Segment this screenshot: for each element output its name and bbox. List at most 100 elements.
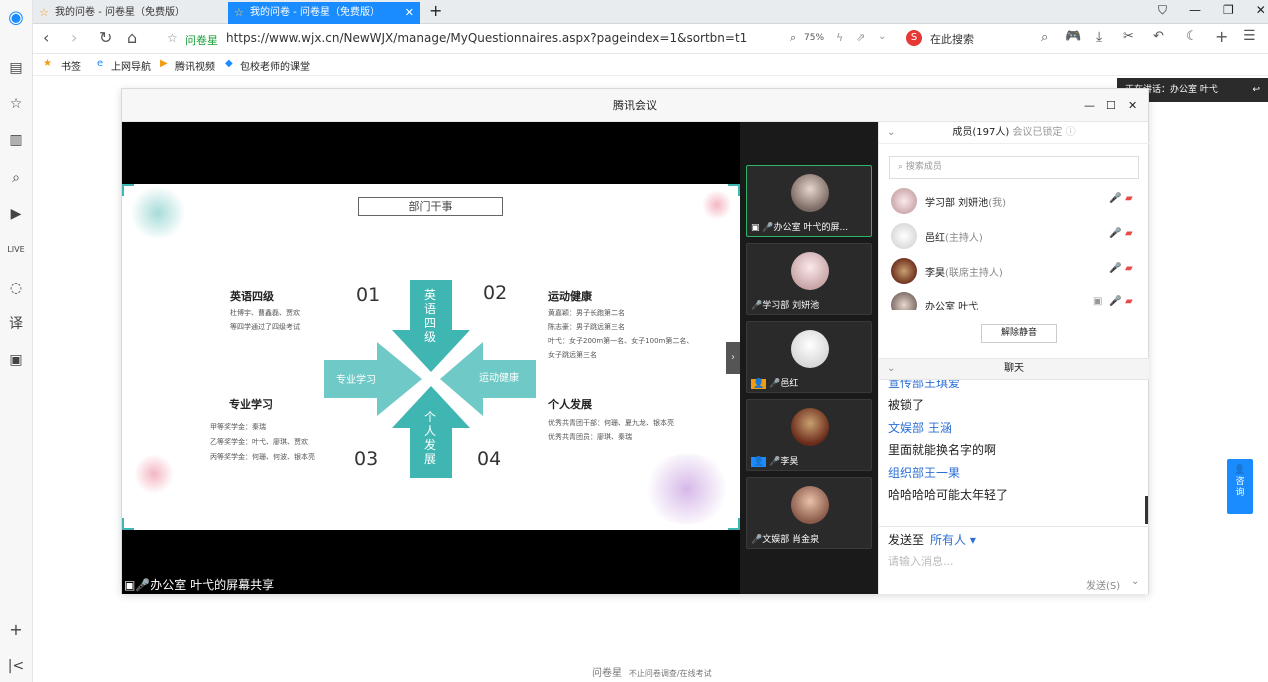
mic-on-icon[interactable]: 🎤 (1109, 263, 1122, 274)
cohost-badge-icon: 👤 (751, 457, 767, 467)
meeting-close-icon[interactable]: ✕ (1128, 99, 1138, 112)
game-icon[interactable]: 🎮 (1065, 29, 1082, 44)
participant-thumbnail[interactable]: 👤 🎤邑红 (746, 321, 872, 393)
meeting-minimize-icon[interactable]: — (1084, 99, 1095, 112)
meeting-locked-label: 会议已锁定 (1012, 127, 1063, 138)
collapse-members-icon[interactable]: ⌄ (887, 127, 896, 138)
mic-on-icon[interactable]: 🎤 (1109, 296, 1122, 307)
member-search-input[interactable]: ⌕ 搜索成员 (889, 156, 1139, 179)
reload-icon[interactable]: ↻ (99, 28, 113, 47)
collapse-sidebar-icon[interactable]: |< (7, 658, 25, 674)
info-icon[interactable]: ⓘ (1065, 127, 1076, 138)
undo-icon[interactable]: ↶ (1153, 29, 1164, 44)
scissors-icon[interactable]: ✂ (1123, 29, 1134, 44)
consult-button[interactable]: 👤 咨询 (1227, 459, 1253, 514)
new-item-icon[interactable]: + (1215, 27, 1229, 46)
download-icon[interactable]: ⤓ (1096, 29, 1103, 45)
chat-sender: 宣传部王琪爱 (888, 380, 961, 390)
home-icon[interactable]: ⌂ (127, 28, 138, 47)
send-options-icon[interactable]: ⌄ (1131, 576, 1140, 587)
search-icon[interactable]: ⌕ (12, 170, 20, 186)
tab-active[interactable]: ☆ 我的问卷 - 问卷星（免费版） ✕ (228, 2, 420, 24)
screen-share-stage: 部门干事 英语四级 个人发展 专业学习 运动健康 01 02 03 04 英语四… (122, 122, 740, 594)
chat-message: 哈哈哈哈可能太年轻了 (888, 488, 1009, 502)
bookmark-star-icon[interactable]: ☆ (167, 31, 178, 45)
live-icon[interactable]: LIVE (7, 245, 25, 254)
screen-share-icon: ▣ (124, 578, 136, 592)
bookmark-folder-icon: ★ (43, 58, 52, 69)
four-arrow-graphic (324, 280, 536, 478)
participant-thumbnails: ▣ 🎤办公室 叶弋的屏... 🎤学习部 刘妍池 👤 🎤邑红 👤 🎤李昊 🎤文娱部… (740, 122, 878, 594)
browser-logo-icon[interactable]: ◉ (8, 7, 24, 28)
menu-icon[interactable]: ☰ (1243, 28, 1256, 44)
video-icon[interactable]: ▶ (10, 206, 22, 222)
expand-panel-handle[interactable]: › (726, 342, 740, 374)
night-mode-icon[interactable]: ☾ (1186, 29, 1198, 44)
dropdown-icon[interactable]: ⌄ (878, 31, 887, 42)
chat-messages: 宣传部王琪爱 被锁了 文娱部 王涵 里面就能换名字的啊 组织部王一果 哈哈哈哈可… (879, 380, 1149, 526)
participant-thumbnail[interactable]: 🎤文娱部 肖金泉 (746, 477, 872, 549)
bookmark-item[interactable]: 书签 (61, 62, 81, 73)
translate-icon[interactable]: 译 (9, 316, 23, 332)
bookmark-item[interactable]: 上网导航 (111, 62, 151, 73)
collapse-chat-icon[interactable]: ⌄ (887, 363, 896, 374)
host-badge-icon: 👤 (751, 379, 767, 389)
mic-muted-icon: 🎤 (751, 301, 763, 311)
camera-off-icon[interactable]: ▰ (1125, 228, 1133, 239)
chat-scrollbar[interactable] (1145, 496, 1148, 524)
toolbox-icon[interactable]: ▣ (9, 352, 23, 368)
close-window-icon[interactable]: ✕ (1256, 3, 1268, 17)
send-button[interactable]: 发送(S) (1086, 581, 1121, 592)
minimize-icon[interactable]: — (1189, 3, 1224, 17)
browser-sidebar: ◉ ▤ ☆ ▥ ⌕ ▶ LIVE ◌ 译 ▣ + |< (0, 0, 33, 682)
slide-frame-corner (728, 184, 740, 196)
members-count: 成员(197人) (952, 127, 1010, 138)
tshirt-icon[interactable]: ⛉ (1158, 3, 1190, 17)
book-icon[interactable]: ▥ (9, 132, 23, 148)
reply-icon[interactable]: ↩ (1252, 85, 1260, 95)
participant-thumbnail[interactable]: 🎤学习部 刘妍池 (746, 243, 872, 315)
tab-close-icon[interactable]: ✕ (404, 6, 414, 19)
tab-title: 我的问卷 - 问卷星（免费版） (250, 7, 380, 18)
share-icon[interactable]: ⇗ (856, 31, 866, 44)
search-field[interactable]: 在此搜索 (930, 33, 974, 46)
participant-thumbnail[interactable]: ▣ 🎤办公室 叶弋的屏... (746, 165, 872, 237)
reader-icon[interactable]: ▤ (9, 60, 23, 76)
bookmark-item[interactable]: 包校老师的课堂 (240, 62, 310, 73)
camera-off-icon[interactable]: ▰ (1125, 263, 1133, 274)
member-row[interactable]: 李昊(联席主持人) 🎤 ▰ (891, 256, 1141, 286)
favorites-star-icon[interactable]: ☆ (9, 96, 23, 112)
search-engine-icon[interactable]: S (906, 30, 922, 46)
camera-off-icon[interactable]: ▰ (1125, 296, 1133, 307)
member-row[interactable]: 办公室 叶弋 ▣ 🎤 ▰ (891, 290, 1141, 310)
forward-icon[interactable]: › (71, 28, 78, 47)
screen-share-icon: ▣ (751, 223, 760, 233)
mic-muted-icon[interactable]: 🎤 (1109, 193, 1122, 204)
flash-icon[interactable]: ϟ (836, 31, 844, 44)
send-to-dropdown[interactable]: 所有人 ▾ (930, 533, 976, 547)
page-footer: 问卷星 不止问卷调查/在线考试 (592, 664, 712, 679)
member-row[interactable]: 学习部 刘妍池(我) 🎤 ▰ (891, 186, 1141, 216)
chat-bubble-icon[interactable]: ◌ (9, 280, 23, 296)
watercolor-decoration (642, 454, 732, 524)
slide-number: 04 (477, 448, 502, 470)
search-go-icon[interactable]: ⌕ (1041, 30, 1049, 45)
new-tab-button[interactable]: + (429, 1, 443, 20)
arrow-right (440, 342, 536, 416)
zoom-icon[interactable]: ⌕ (790, 31, 797, 44)
bookmark-item[interactable]: 腾讯视频 (175, 62, 215, 73)
zoom-level[interactable]: 75% (804, 33, 825, 43)
camera-off-icon[interactable]: ▰ (1125, 193, 1133, 204)
back-icon[interactable]: ‹ (43, 28, 50, 47)
participant-thumbnail[interactable]: 👤 🎤李昊 (746, 399, 872, 471)
mic-muted-icon[interactable]: 🎤 (1109, 228, 1122, 239)
member-row[interactable]: 邑红(主持人) 🎤 ▰ (891, 221, 1141, 251)
unmute-all-button[interactable]: 解除静音 (981, 324, 1057, 343)
chat-input[interactable]: 请输入消息... (888, 555, 954, 568)
site-label: 问卷星 (185, 34, 218, 47)
add-icon[interactable]: + (9, 620, 23, 639)
url-field[interactable]: https://www.wjx.cn/NewWJX/manage/MyQuest… (226, 31, 748, 45)
meeting-maximize-icon[interactable]: ☐ (1106, 99, 1116, 112)
restore-icon[interactable]: ❐ (1223, 3, 1256, 17)
tab-inactive[interactable]: ☆ 我的问卷 - 问卷星（免费版） (33, 2, 227, 24)
